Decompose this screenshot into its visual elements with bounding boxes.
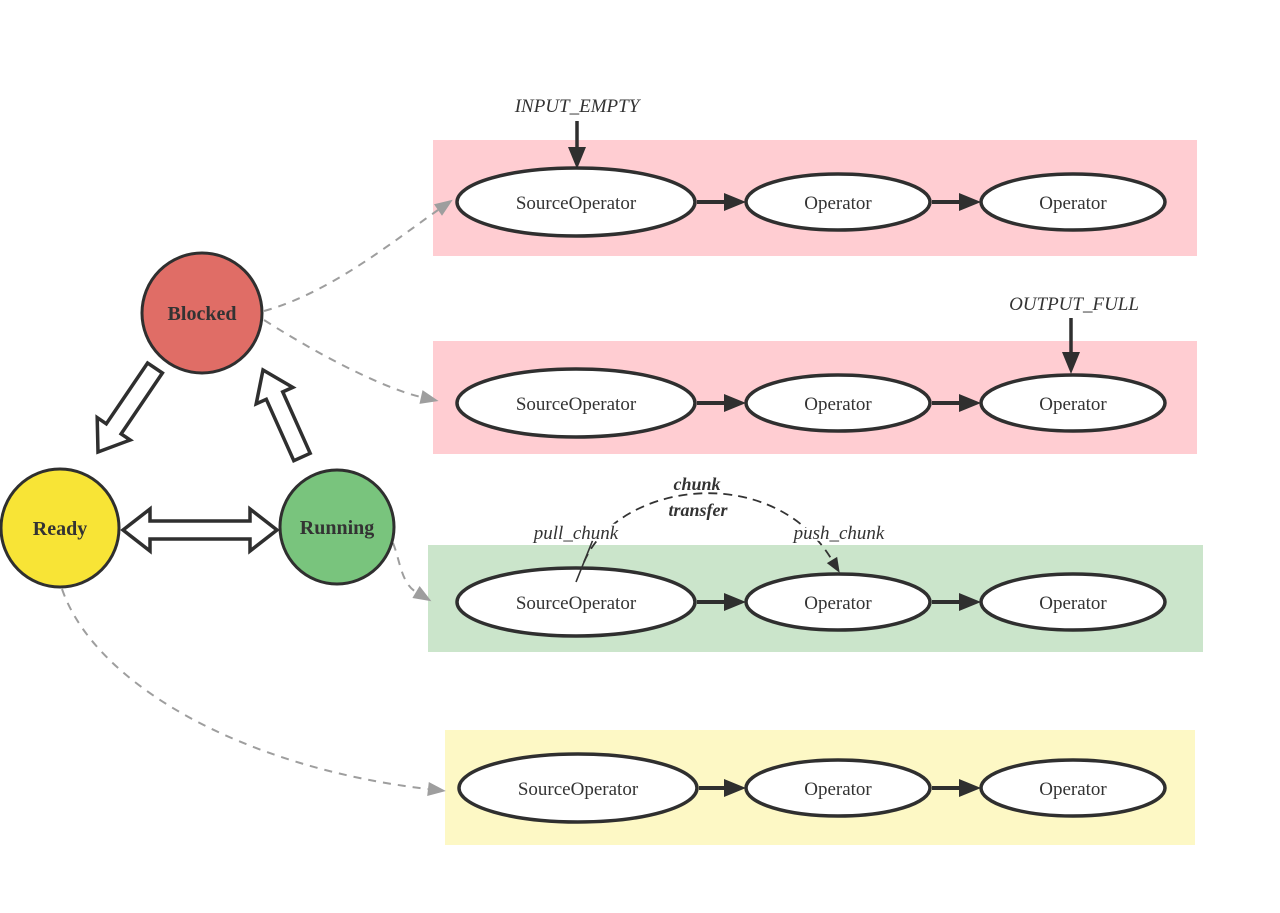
state-ready-label: Ready xyxy=(33,518,87,540)
row3-operator2-label: Operator xyxy=(1039,593,1107,614)
row2-operator2-node xyxy=(979,373,1167,433)
row1-operator1-label: Operator xyxy=(804,193,872,214)
chunk-transfer-arc xyxy=(583,492,840,573)
row4-operator2-node xyxy=(979,758,1167,818)
connector-blocked-to-row1 xyxy=(263,199,453,312)
row3-operator2-node xyxy=(979,572,1167,632)
row4-source-operator-label: SourceOperator xyxy=(518,779,639,800)
state-ready-circle xyxy=(0,467,121,589)
chunk-transfer-label-line1: chunk xyxy=(673,474,720,494)
output-full-label: OUTPUT_FULL xyxy=(1009,294,1139,315)
state-blocked: Blocked xyxy=(140,251,264,375)
pipeline-row2: SourceOperator Operator Operator OUTPUT_… xyxy=(455,292,1167,439)
arrow-ready-running-bidirectional xyxy=(120,505,280,555)
pipeline-row4: SourceOperator Operator Operator xyxy=(457,752,1167,824)
row2-source-operator-label: SourceOperator xyxy=(516,394,637,415)
state-blocked-label: Blocked xyxy=(168,303,237,325)
state-running-label: Running xyxy=(300,517,375,539)
row2-operator2-label: Operator xyxy=(1039,394,1107,415)
push-chunk-label: push_chunk xyxy=(792,523,885,544)
arrow-running-to-blocked xyxy=(253,367,313,464)
row1-source-operator-label: SourceOperator xyxy=(516,193,637,214)
row3-source-operator-label: SourceOperator xyxy=(516,593,637,614)
pipeline-row3: SourceOperator Operator Operator chunk t… xyxy=(455,472,1167,638)
row3-operator1-label: Operator xyxy=(804,593,872,614)
row3-source-operator-node xyxy=(455,566,697,638)
row2-operator1-label: Operator xyxy=(804,394,872,415)
arrow-blocked-to-ready xyxy=(95,360,165,455)
state-blocked-circle xyxy=(140,251,264,375)
row2-source-operator-node xyxy=(455,367,697,439)
pull-chunk-label: pull_chunk xyxy=(532,523,619,544)
pipeline-row1: SourceOperator Operator Operator INPUT_E… xyxy=(455,94,1167,238)
state-running: Running xyxy=(278,468,396,586)
state-ready: Ready xyxy=(0,467,121,589)
input-empty-label: INPUT_EMPTY xyxy=(514,96,642,117)
connector-blocked-to-row2 xyxy=(263,319,439,404)
row4-operator2-label: Operator xyxy=(1039,779,1107,800)
row1-operator1-node xyxy=(744,172,932,232)
row1-operator2-node xyxy=(979,172,1167,232)
row2-operator1-node xyxy=(744,373,932,433)
row1-operator2-label: Operator xyxy=(1039,193,1107,214)
row4-operator1-label: Operator xyxy=(804,779,872,800)
row4-source-operator-node xyxy=(457,752,699,824)
connector-ready-to-row4 xyxy=(61,588,446,796)
chunk-transfer-label-line2: transfer xyxy=(668,500,728,520)
row4-operator1-node xyxy=(744,758,932,818)
state-running-circle xyxy=(278,468,396,586)
row3-operator1-node xyxy=(744,572,932,632)
connector-running-to-row3 xyxy=(392,542,432,602)
